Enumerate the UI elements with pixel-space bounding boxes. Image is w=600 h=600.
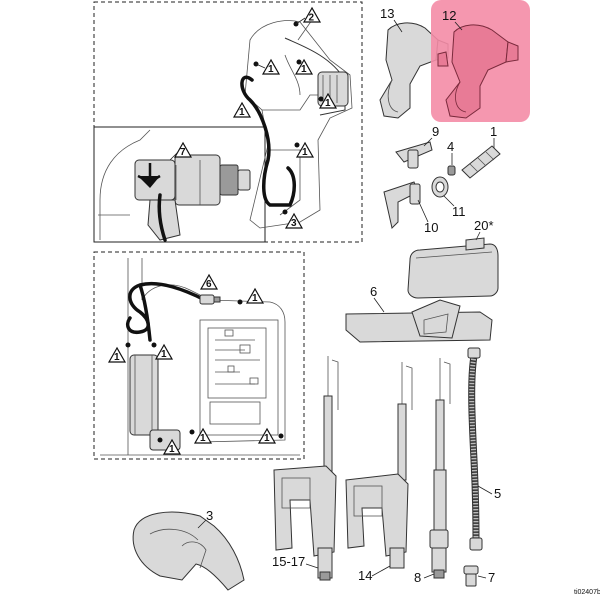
- label-4: 4: [447, 139, 454, 154]
- svg-text:1: 1: [169, 444, 175, 455]
- label-20: 20*: [474, 218, 494, 233]
- part-7-fitting: [463, 565, 479, 587]
- svg-text:1: 1: [302, 147, 308, 158]
- callout-1-h: 1: [151, 342, 174, 360]
- part-12-spray-gun: [437, 24, 519, 119]
- callout-7: 7: [169, 141, 193, 161]
- svg-text:1: 1: [114, 352, 120, 363]
- callout-1-g: 1: [107, 342, 131, 363]
- svg-text:1: 1: [239, 107, 245, 118]
- callout-3-top: 3: [282, 209, 304, 229]
- label-6: 6: [370, 284, 377, 299]
- sprayer-frame-cutaway: [100, 258, 300, 456]
- part-11-retaining-nut: [431, 176, 449, 198]
- label-8: 8: [414, 570, 421, 585]
- callout-1-e: 1: [294, 141, 315, 158]
- part-9-tip-guard: [395, 141, 433, 169]
- part-14-pump-assembly: [345, 362, 413, 569]
- part-20-battery: [407, 237, 499, 299]
- svg-text:1: 1: [264, 433, 270, 444]
- inset-gun-head: [98, 129, 251, 242]
- callout-1-i: 1: [157, 437, 182, 455]
- label-9: 9: [432, 124, 439, 139]
- callout-1-f: 1: [237, 287, 265, 305]
- svg-text:7: 7: [180, 147, 186, 158]
- label-13: 13: [380, 6, 394, 21]
- label-7: 7: [488, 570, 495, 585]
- label-3: 3: [206, 508, 213, 523]
- gun-internal-hose: [240, 75, 296, 207]
- part-1-spray-tip: [461, 145, 501, 179]
- control-cable: [126, 281, 207, 342]
- label-1: 1: [490, 124, 497, 139]
- callout-1-d: 1: [232, 101, 252, 118]
- svg-text:1: 1: [252, 293, 258, 304]
- label-11: 11: [452, 204, 466, 219]
- callout-2: 2: [293, 6, 322, 27]
- callout-1-a: 1: [253, 58, 281, 75]
- svg-text:1: 1: [161, 349, 167, 360]
- svg-text:1: 1: [301, 64, 307, 75]
- part-3-cover: [132, 511, 245, 591]
- svg-text:2: 2: [309, 13, 315, 24]
- figure-reference-id: ti02407b: [574, 589, 600, 596]
- label-5: 5: [494, 486, 501, 501]
- part-8-pump-lower: [429, 358, 451, 579]
- label-14: 14: [358, 568, 372, 583]
- cable-connector: [199, 294, 215, 305]
- svg-text:3: 3: [291, 218, 297, 229]
- control-detail-dashed-frame: [93, 251, 305, 460]
- label-12: 12: [442, 8, 456, 23]
- svg-text:1: 1: [325, 98, 331, 109]
- part-6-strap: [345, 299, 493, 343]
- svg-text:1: 1: [268, 64, 274, 75]
- callout-1-c: 1: [318, 92, 338, 109]
- callout-1-k: 1: [257, 427, 284, 444]
- svg-text:6: 6: [206, 279, 212, 290]
- callout-1-j: 1: [189, 427, 213, 444]
- callout-6: 6: [199, 273, 219, 290]
- label-10: 10: [424, 220, 438, 235]
- label-15-17: 15-17: [272, 554, 305, 569]
- part-5-flex-hose: [467, 347, 483, 551]
- callout-1-b: 1: [294, 58, 314, 75]
- part-15-17-pump-assembly: [273, 356, 339, 581]
- svg-text:1: 1: [200, 433, 206, 444]
- gun-detail-dashed-frame: [93, 1, 363, 243]
- part-10-tip-housing: [383, 181, 421, 229]
- part-4-seal: [447, 165, 456, 176]
